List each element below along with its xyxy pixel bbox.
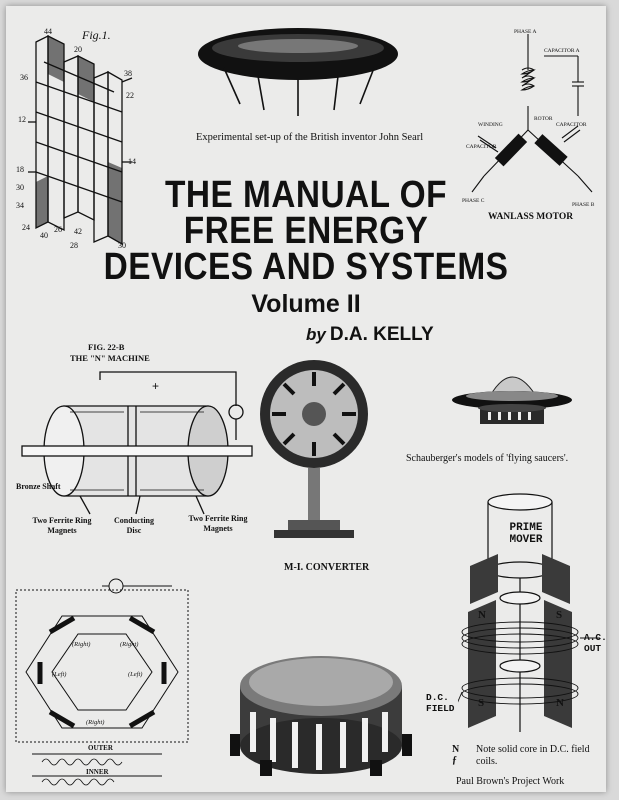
schauberger-caption: Schauberger's models of 'flying saucers'… [406, 453, 569, 464]
volume-label: Volume II [251, 290, 361, 318]
svg-text:30: 30 [118, 241, 126, 250]
svg-text:S: S [556, 609, 562, 621]
mi-converter-photo [258, 356, 370, 546]
svg-text:18: 18 [16, 165, 24, 174]
title-line-2: FREE ENERGY [183, 210, 429, 252]
dc-field-label: D.C. FIELD [426, 692, 455, 714]
svg-text:(Left): (Left) [128, 671, 142, 678]
ferrite-right-label: Two Ferrite Ring Magnets [188, 514, 248, 533]
paul-brown-caption: Paul Brown's Project Work [456, 776, 565, 787]
svg-text:CAPACITOR: CAPACITOR [556, 122, 587, 128]
svg-text:ROTOR: ROTOR [534, 116, 553, 122]
title-line-3: DEVICES AND SYSTEMS [103, 246, 509, 288]
svg-text:24: 24 [22, 223, 30, 232]
outer-label: OUTER [88, 744, 113, 752]
svg-text:12: 12 [18, 115, 26, 124]
n-machine-diagram: + [20, 366, 256, 516]
svg-text:N: N [556, 697, 564, 709]
svg-text:34: 34 [16, 201, 24, 210]
solid-core-note: Note solid core in D.C. field coils. [476, 744, 590, 767]
svg-text:WINDING: WINDING [478, 122, 503, 128]
mi-converter-caption: M-I. CONVERTER [284, 562, 370, 573]
svg-text:PHASE A: PHASE A [514, 29, 536, 35]
conducting-disc-label: Conducting Disc [113, 516, 154, 535]
svg-text:PHASE B: PHASE B [572, 202, 595, 208]
svg-text:38: 38 [124, 69, 132, 78]
fig22b-label: FIG. 22-B [88, 342, 125, 352]
rotor-photo [220, 624, 416, 782]
searl-caption: Experimental set-up of the British inven… [196, 132, 424, 143]
svg-text:26: 26 [54, 225, 62, 234]
title-line-1: THE MANUAL OF [165, 174, 447, 216]
svg-text:CAPACITOR: CAPACITOR [466, 144, 497, 150]
searl-saucer-photo [194, 24, 404, 120]
svg-text:PHASE C: PHASE C [462, 198, 485, 204]
svg-text:28: 28 [70, 241, 78, 250]
schauberger-saucer-photo [450, 356, 576, 436]
bronze-shaft-label: Bronze Shaft [16, 482, 61, 491]
author-name: D.A. KELLY [329, 324, 434, 345]
svg-text:(Left): (Left) [52, 671, 66, 678]
prime-mover-diagram: N S S N [458, 492, 604, 736]
ac-out-label: A.C. OUT [584, 632, 606, 654]
fig1-patent-drawing: 44 20 36 38 22 12 14 18 30 34 24 40 26 42 28 30 [14, 22, 146, 252]
prime-mover-label: PRIME MOVER [509, 522, 543, 546]
wanlass-caption: WANLASS MOTOR [488, 212, 574, 222]
byline-prefix: by [306, 325, 326, 344]
n-machine-label: THE "N" MACHINE [70, 353, 150, 363]
svg-text:20: 20 [74, 45, 82, 54]
svg-text:42: 42 [74, 227, 82, 236]
svg-text:44: 44 [44, 27, 52, 36]
svg-text:36: 36 [20, 73, 28, 82]
hexagon-circuit-diagram: (Right) (Right) (Left) (Left) (Right) [12, 576, 194, 788]
svg-text:(Right): (Right) [120, 641, 138, 648]
svg-text:CAPACITOR A: CAPACITOR A [544, 48, 580, 54]
svg-text:14: 14 [128, 157, 136, 166]
ferrite-left-label: Two Ferrite Ring Magnets [32, 516, 92, 535]
svg-text:30: 30 [16, 183, 24, 192]
wanlass-motor-diagram: PHASE A CAPACITOR A CAPACITOR CAPACITOR PH… [458, 26, 600, 210]
svg-text:(Right): (Right) [86, 719, 104, 726]
svg-text:S: S [478, 697, 484, 709]
svg-text:N: N [478, 609, 486, 621]
svg-text:+: + [152, 379, 159, 393]
svg-text:(Right): (Right) [72, 641, 90, 648]
svg-text:40: 40 [40, 231, 48, 240]
svg-text:22: 22 [126, 91, 134, 100]
inner-label: INNER [86, 768, 109, 776]
fig1-label: Fig.1. [82, 28, 111, 42]
